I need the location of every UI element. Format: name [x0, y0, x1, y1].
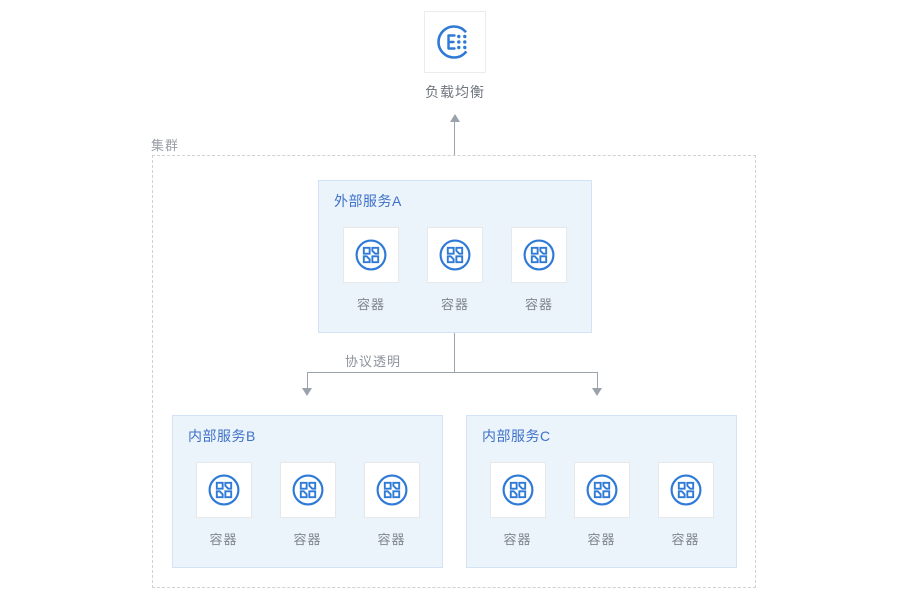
container-tile: [489, 462, 546, 518]
container-node: 容器: [363, 462, 420, 548]
container-tile: [573, 462, 630, 518]
container-icon: [353, 237, 389, 273]
service-title: 内部服务B: [188, 428, 256, 444]
container-label: 容器: [356, 297, 385, 312]
connector-line-center: [454, 333, 455, 372]
container-tile: [279, 462, 336, 518]
container-label: 容器: [524, 297, 553, 312]
container-tile: [363, 462, 420, 518]
container-node: 容器: [343, 227, 399, 313]
container-tile: [657, 462, 714, 518]
container-label: 容器: [440, 297, 469, 312]
container-node: 容器: [279, 462, 336, 548]
cluster-boundary: [152, 155, 756, 588]
container-node: 容器: [573, 462, 630, 548]
service-title: 外部服务A: [334, 193, 402, 209]
container-label: 容器: [503, 532, 532, 547]
load-balancer-label: 负载均衡: [425, 84, 485, 100]
container-label: 容器: [209, 532, 238, 547]
container-icon: [521, 237, 557, 273]
container-row: 容器 容器 容器: [319, 227, 591, 313]
container-node: 容器: [427, 227, 483, 313]
container-node: 容器: [489, 462, 546, 548]
container-icon: [437, 237, 473, 273]
connector-line-left: [307, 372, 308, 388]
container-tile: [195, 462, 252, 518]
container-node: 容器: [511, 227, 567, 313]
container-icon: [500, 472, 536, 508]
container-icon: [374, 472, 410, 508]
container-icon: [668, 472, 704, 508]
service-box-internal-b: 内部服务B 容器 容器 容器: [172, 415, 443, 568]
container-row: 容器 容器 容器: [467, 462, 736, 548]
service-box-external-a: 外部服务A 容器 容器 容器: [318, 180, 592, 333]
connector-line-up: [454, 122, 455, 155]
arrow-down-icon: [302, 388, 312, 396]
arrow-up-icon: [450, 114, 460, 122]
service-title: 内部服务C: [482, 428, 551, 444]
cluster-label: 集群: [151, 138, 180, 153]
container-label: 容器: [587, 532, 616, 547]
container-node: 容器: [657, 462, 714, 548]
load-balancer-icon: [433, 20, 477, 64]
container-node: 容器: [195, 462, 252, 548]
connector-line-right: [597, 372, 598, 388]
arrow-down-icon: [592, 388, 602, 396]
service-box-internal-c: 内部服务C 容器 容器 容器: [466, 415, 737, 568]
container-tile: [511, 227, 567, 283]
load-balancer-tile: [424, 11, 486, 73]
container-tile: [427, 227, 483, 283]
container-label: 容器: [293, 532, 322, 547]
connector-label: 协议透明: [345, 354, 402, 369]
container-label: 容器: [671, 532, 700, 547]
connector-line-horizontal: [307, 372, 598, 373]
container-label: 容器: [377, 532, 406, 547]
container-icon: [584, 472, 620, 508]
container-icon: [290, 472, 326, 508]
container-row: 容器 容器 容器: [173, 462, 442, 548]
container-icon: [206, 472, 242, 508]
container-tile: [343, 227, 399, 283]
